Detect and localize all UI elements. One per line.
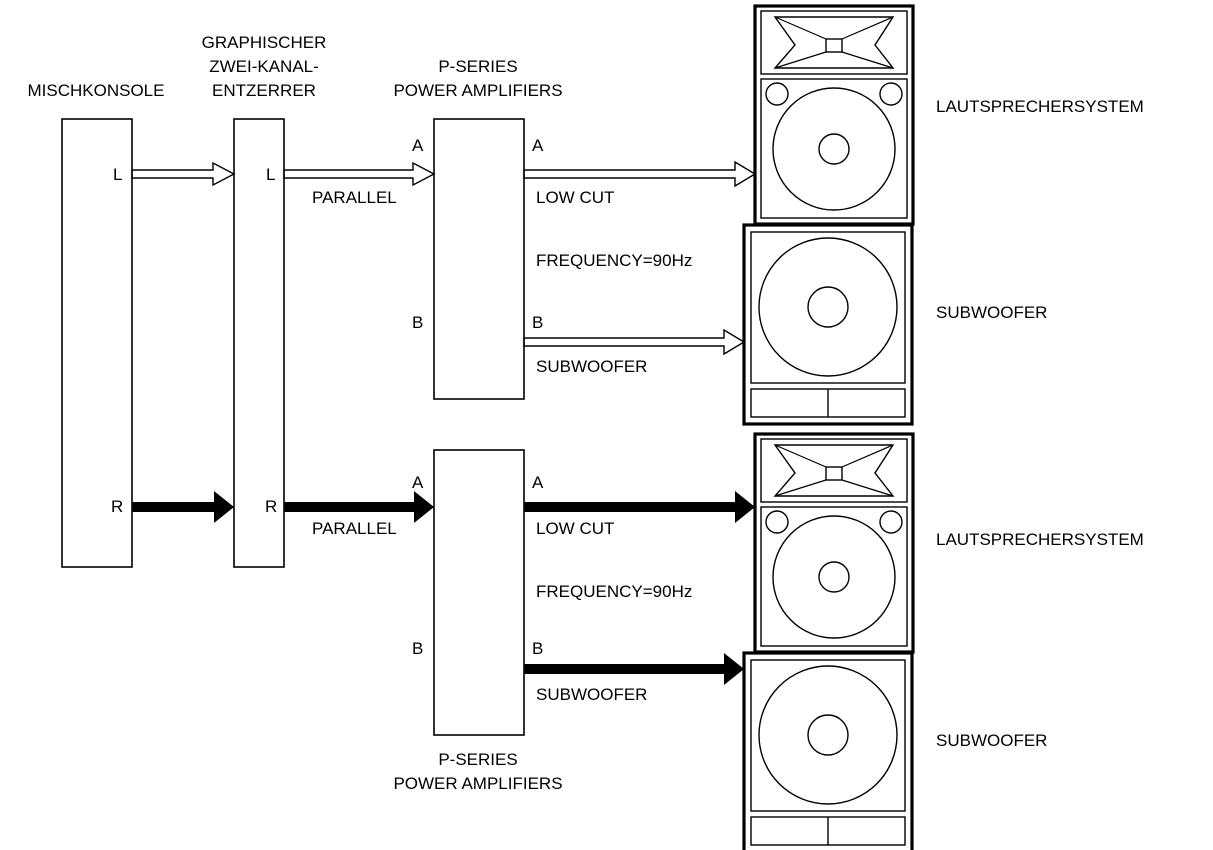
equalizer-label-line2: ZWEI-KANAL- xyxy=(209,57,319,76)
amp-bottom-output-b-label: B xyxy=(532,639,543,658)
amp-top-input-b-label: B xyxy=(412,313,423,332)
amplifier-top-label-line1: P-SERIES xyxy=(438,57,517,76)
amp-bottom-low-cut-label: LOW CUT xyxy=(536,519,614,538)
amp-top-input-a-label: A xyxy=(412,136,424,155)
arrow-mixer-to-eq-right xyxy=(132,491,234,523)
amplifier-bottom-label-line1: P-SERIES xyxy=(438,750,517,769)
amp-bottom-input-a-label: A xyxy=(412,473,424,492)
speaker-system-top-label: LAUTSPRECHERSYSTEM xyxy=(936,97,1144,116)
eq-channel-left-label: L xyxy=(266,165,275,184)
mixer-box xyxy=(61,118,133,568)
equalizer-label-line3: ENTZERRER xyxy=(212,81,316,100)
subwoofer-bottom-icon xyxy=(742,651,914,850)
mixer-channel-right-label: R xyxy=(111,497,123,516)
amplifier-top-label-line2: POWER AMPLIFIERS xyxy=(393,81,562,100)
mixer-channel-left-label: L xyxy=(113,165,122,184)
subwoofer-top-icon xyxy=(742,223,914,426)
amp-top-low-cut-label: LOW CUT xyxy=(536,188,614,207)
amp-top-output-a-label: A xyxy=(532,136,544,155)
arrow-eq-to-amp-left xyxy=(283,161,436,187)
amp-bottom-output-a-label: A xyxy=(532,473,544,492)
amp-bottom-input-b-label: B xyxy=(412,639,423,658)
amp-top-output-b-label: B xyxy=(532,313,543,332)
subwoofer-top-label: SUBWOOFER xyxy=(936,303,1047,322)
arrow-amp-to-speaker-bottom xyxy=(524,491,755,523)
amp-top-subwoofer-out-label: SUBWOOFER xyxy=(536,357,647,376)
amp-bottom-subwoofer-out-label: SUBWOOFER xyxy=(536,685,647,704)
amp-top-parallel-label: PARALLEL xyxy=(312,188,397,207)
speaker-system-top-icon xyxy=(753,4,915,226)
arrow-amp-to-speaker-top xyxy=(523,160,757,188)
amplifier-top-box xyxy=(433,118,525,400)
amp-bottom-frequency-label: FREQUENCY=90Hz xyxy=(536,582,692,601)
amp-bottom-parallel-label: PARALLEL xyxy=(312,519,397,538)
arrow-amp-to-subwoofer-bottom xyxy=(524,653,744,685)
eq-channel-right-label: R xyxy=(265,497,277,516)
amp-top-frequency-label: FREQUENCY=90Hz xyxy=(536,251,692,270)
amplifier-bottom-label-line2: POWER AMPLIFIERS xyxy=(393,774,562,793)
subwoofer-bottom-label: SUBWOOFER xyxy=(936,731,1047,750)
arrow-eq-to-amp-right xyxy=(284,491,434,523)
speaker-system-bottom-label: LAUTSPRECHERSYSTEM xyxy=(936,530,1144,549)
mixer-label: MISCHKONSOLE xyxy=(28,81,165,100)
speaker-system-bottom-icon xyxy=(753,432,915,654)
arrow-mixer-to-eq-left xyxy=(131,161,236,187)
equalizer-box xyxy=(233,118,285,568)
equalizer-label-line1: GRAPHISCHER xyxy=(202,33,327,52)
arrow-amp-to-subwoofer-top xyxy=(523,328,746,356)
amplifier-bottom-box xyxy=(433,449,525,736)
